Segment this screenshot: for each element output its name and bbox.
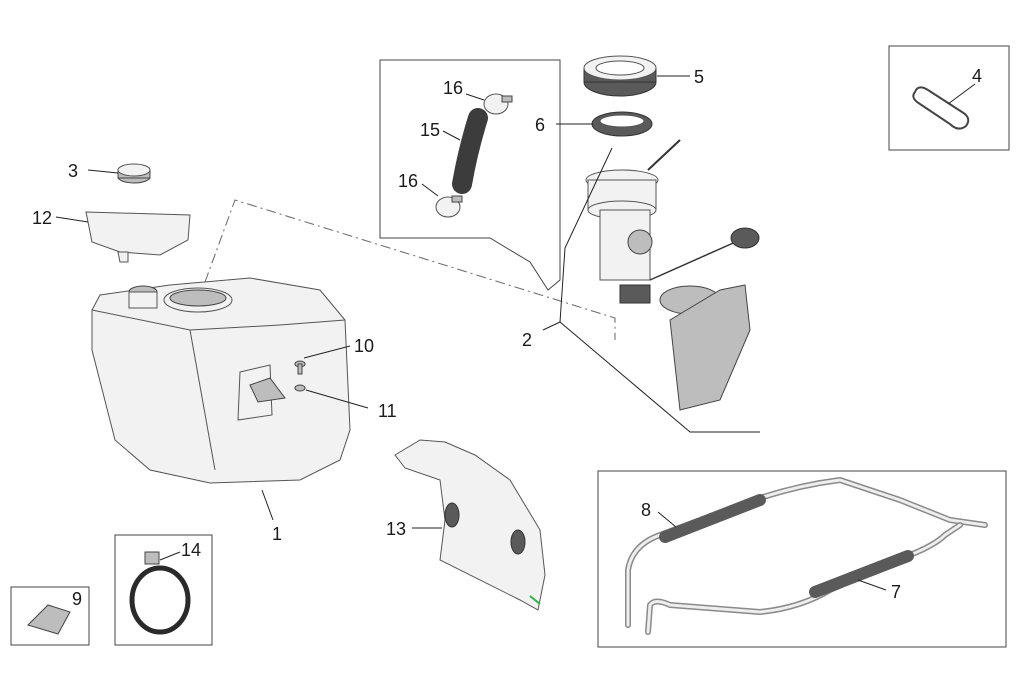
- fuel-lines: [625, 477, 988, 635]
- callout-2: 2: [522, 330, 532, 350]
- callout-16-upper: 16: [443, 78, 463, 98]
- callout-13: 13: [386, 519, 406, 539]
- hose-clip-lower: [435, 195, 463, 218]
- callout-4: 4: [972, 66, 982, 86]
- fuel-hose: [452, 108, 488, 194]
- heat-shield-clip-left: [444, 502, 460, 528]
- part-14-inset-frame: [114, 534, 213, 646]
- fuel-pump-assembly: [585, 139, 760, 411]
- fuel-line-sleeve-8: [659, 494, 766, 543]
- callout-15: 15: [420, 120, 440, 140]
- tank-cover: [85, 211, 191, 256]
- callout-6: 6: [535, 115, 545, 135]
- callout-1: 1: [272, 524, 282, 544]
- gasket: [591, 111, 653, 137]
- heat-shield-green-mark: [529, 595, 541, 605]
- callout-8: 8: [641, 500, 651, 520]
- callout-10: 10: [354, 336, 374, 356]
- heat-shield-clip-right: [510, 529, 526, 555]
- filler-cap: [117, 163, 151, 184]
- ring-nut: [583, 55, 657, 97]
- callout-12: 12: [32, 208, 52, 228]
- fuel-tank: [91, 277, 351, 484]
- fuel-lines-inset-frame: [597, 470, 1007, 648]
- callout-11: 11: [378, 401, 397, 421]
- callout-5: 5: [694, 67, 704, 87]
- callout-16-lower: 16: [398, 171, 418, 191]
- part-9-inset-frame: [10, 586, 90, 646]
- heat-shield: [394, 439, 546, 611]
- part-4-inset-frame: [888, 45, 1010, 151]
- hose-clamp: [129, 551, 191, 635]
- callout-7: 7: [891, 582, 901, 602]
- spring-clip: [27, 604, 71, 635]
- tank-cover-tab: [117, 251, 129, 263]
- nut: [294, 384, 306, 392]
- callout-3: 3: [68, 161, 78, 181]
- hose-clip-upper: [483, 93, 513, 115]
- callout-9: 9: [72, 589, 82, 609]
- leader-lines: [55, 75, 976, 591]
- fuel-pump-inset-frame: [379, 59, 561, 291]
- fuel-line-sleeve-7: [809, 550, 914, 598]
- screw: [294, 360, 306, 375]
- hose-clip-loop: [912, 86, 970, 130]
- assembly-guide-line: [204, 199, 616, 340]
- callout-14: 14: [181, 540, 201, 560]
